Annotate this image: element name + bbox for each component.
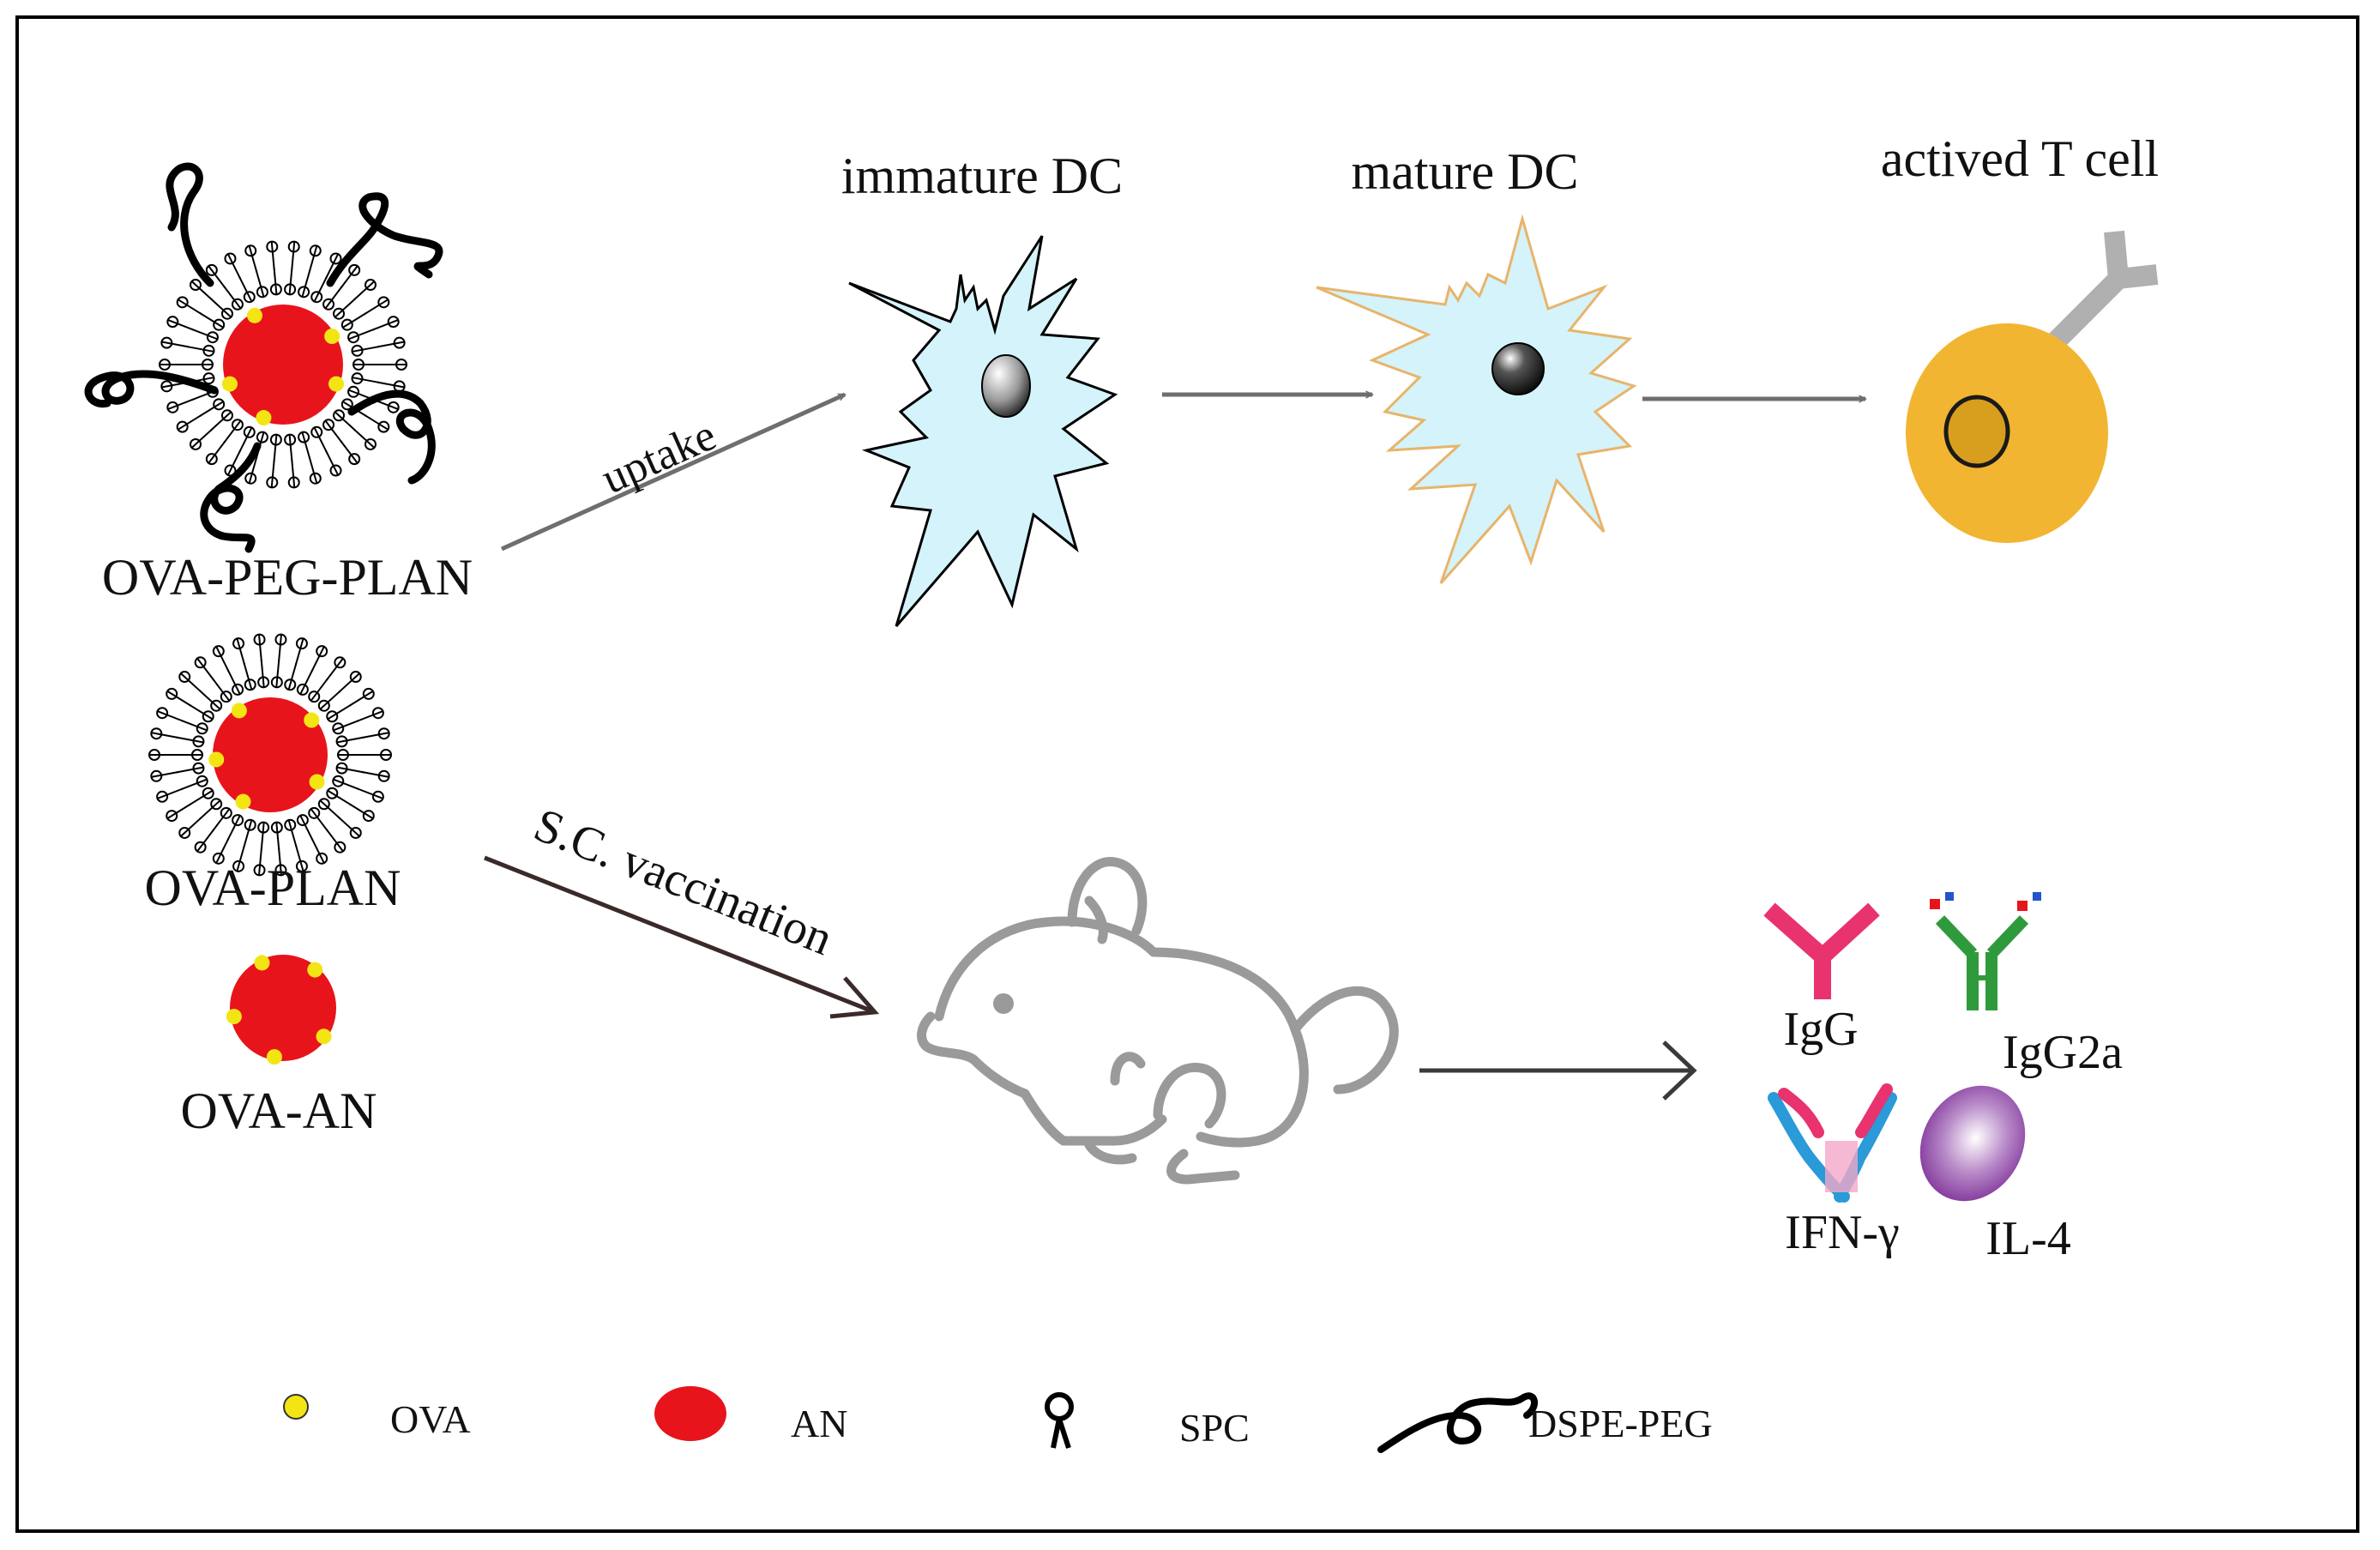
- spc-legend-icon: [1045, 1392, 1074, 1449]
- nucleus: [981, 354, 1031, 418]
- mouse-eye: [993, 993, 1014, 1014]
- an-legend-icon: [654, 1386, 726, 1441]
- t-cell-receptor: [2042, 230, 2159, 355]
- ifn-gamma-label: IFN-γ: [1785, 1206, 1900, 1259]
- ova-an-particle: [226, 955, 336, 1065]
- immature-dc-cell: [848, 235, 1118, 627]
- il4-label: IL-4: [1985, 1212, 2071, 1265]
- igg2a-label: IgG2a: [2003, 1026, 2123, 1079]
- ova-peg-plan-particle: [84, 162, 443, 553]
- ova-plan-particle: [148, 633, 392, 877]
- nucleus: [1491, 342, 1545, 395]
- ova-dots: [226, 955, 332, 1065]
- an-core: [230, 955, 336, 1061]
- mouse-icon: [917, 857, 1399, 1185]
- mature-dc-cell: [1316, 214, 1637, 584]
- t-cell: [1906, 230, 2159, 543]
- response-arrowhead: [1662, 1040, 1697, 1101]
- vaccination-arrow: [484, 855, 876, 1015]
- dspe-peg-chains: [84, 162, 443, 553]
- igg-label: IgG: [1783, 1003, 1858, 1056]
- lipid-bilayer: [159, 240, 407, 489]
- ova-dots: [208, 703, 325, 810]
- ova-legend-icon: [283, 1394, 309, 1420]
- vaccination-arrowhead: [829, 976, 880, 1019]
- legend-spc-label: SPC: [1179, 1406, 1250, 1450]
- nucleus: [1943, 395, 2010, 468]
- immature-dc-label: immature DC: [841, 148, 1123, 204]
- legend-an-label: AN: [791, 1402, 847, 1445]
- uptake-arrow: [500, 392, 845, 552]
- ova-dots: [221, 307, 345, 426]
- mature-dc-label: mature DC: [1352, 143, 1579, 200]
- an-core: [213, 697, 328, 812]
- ova-plan-label: OVA-PLAN: [145, 859, 401, 916]
- igg-icon: [1763, 902, 1880, 999]
- uptake-label: uptake: [594, 411, 723, 504]
- vaccination-label: S.C. vaccination: [527, 799, 840, 967]
- legend-ova-label: OVA: [390, 1397, 471, 1441]
- igg2a-icon: [1930, 892, 2041, 1010]
- dspe-peg-legend-icon: [1377, 1392, 1538, 1453]
- ifn-gamma-icon: [1768, 1083, 1897, 1203]
- legend-dspe-peg-label: DSPE-PEG: [1528, 1402, 1713, 1445]
- ova-peg-plan-label: OVA-PEG-PLAN: [102, 549, 473, 606]
- legend: OVA AN SPC DSPE-PEG: [283, 1386, 1713, 1453]
- figure-frame: [15, 15, 2359, 1533]
- ova-an-label: OVA-AN: [181, 1083, 377, 1139]
- t-cell-label: actived T cell: [1881, 130, 2159, 187]
- il4-icon: [1919, 1085, 2026, 1202]
- an-core: [223, 305, 343, 425]
- lipid-bilayer: [148, 633, 392, 877]
